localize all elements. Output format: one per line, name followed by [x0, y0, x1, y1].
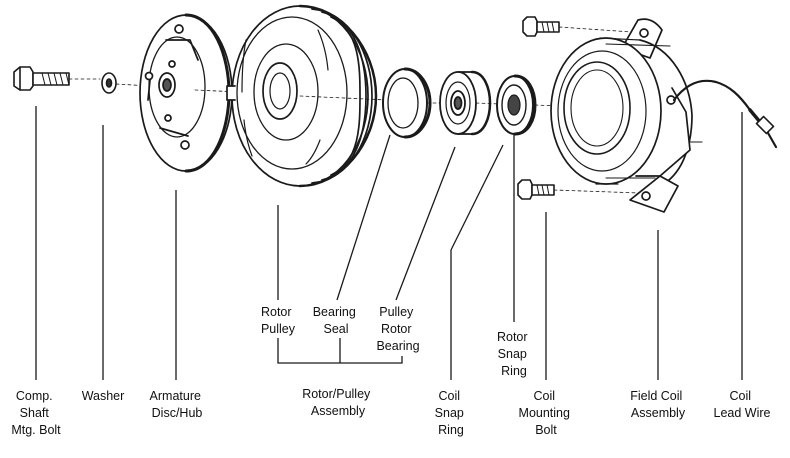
label-washer: Washer	[82, 389, 125, 403]
label-rotor-snap-ring: Rotor Snap Ring	[497, 330, 531, 378]
field-coil-part	[550, 18, 703, 213]
label-rotor-pulley: Rotor Pulley	[261, 305, 296, 336]
label-coil-lead-wire: Coil Lead Wire	[714, 389, 771, 420]
label-comp-shaft-bolt: Comp. Shaft Mtg. Bolt	[11, 389, 61, 437]
label-armature-disc-hub: Armature Disc/Hub	[150, 389, 205, 420]
pulley-rotor-bearing-part	[439, 70, 501, 136]
comp-shaft-bolt-part	[13, 66, 101, 91]
leader-lines	[35, 106, 743, 380]
label-field-coil-assembly: Field Coil Assembly	[630, 389, 686, 420]
upper-coil-bolt-part	[522, 16, 633, 37]
lower-coil-bolt-part	[517, 179, 641, 200]
bearing-seal-part	[382, 67, 446, 139]
label-rotor-pulley-assembly: Rotor/Pulley Assembly	[302, 387, 374, 418]
armature-disc-part	[139, 13, 241, 173]
rotor-snap-ring-part	[496, 74, 561, 136]
label-pulley-rotor-bearing: Pulley Rotor Bearing	[376, 305, 419, 353]
label-coil-snap-ring: Coil Snap Ring	[435, 389, 468, 437]
coil-lead-wire-part	[672, 79, 778, 149]
label-bearing-seal: Bearing Seal	[313, 305, 360, 336]
label-coil-mounting-bolt: Coil Mounting Bolt	[519, 389, 574, 437]
washer-part	[101, 72, 151, 94]
rotor-pulley-part	[226, 4, 389, 188]
labels: Comp. Shaft Mtg. Bolt Washer Armature Di…	[11, 305, 770, 437]
